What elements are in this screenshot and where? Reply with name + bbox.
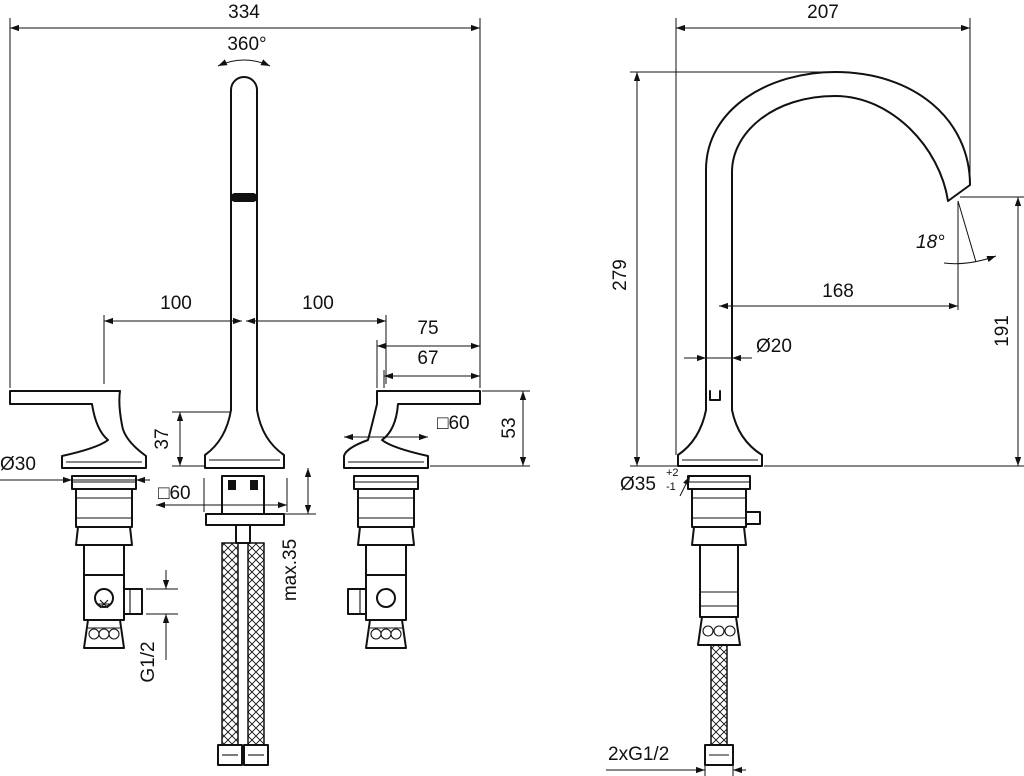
dim-base-height: 37 <box>152 428 173 449</box>
dim-spacing-left: 100 <box>160 293 192 314</box>
dim-overall-width: 334 <box>228 2 260 23</box>
dim-g-half: G1/2 <box>138 641 159 682</box>
dim-square-60-left: □60 <box>158 483 191 504</box>
side-view: 207 279 18° 168 191 Ø20 <box>606 2 1024 776</box>
dim-square-60-right: □60 <box>437 413 470 434</box>
spout-column <box>204 76 285 469</box>
center-hoses <box>205 475 285 766</box>
dim-rotation: 360° <box>227 34 266 55</box>
side-spout <box>677 71 971 467</box>
dim-spout-angle: 18° <box>916 232 945 253</box>
front-view: 334 360° 100 100 75 67 □60 <box>0 2 530 766</box>
dim-spout-reach: 168 <box>822 281 854 302</box>
dim-outlet-height: 191 <box>992 315 1013 347</box>
dim-spout-height: 279 <box>610 259 631 291</box>
side-body <box>687 475 761 766</box>
dim-spacing-right: 100 <box>302 293 334 314</box>
dim-connection: 2xG1/2 <box>608 744 669 765</box>
dim-dia-20: Ø20 <box>756 336 792 357</box>
dim-handle-inner: 67 <box>417 348 438 369</box>
dim-max-35: max.35 <box>280 539 301 601</box>
dim-dia-35: Ø35 <box>620 474 656 495</box>
dim-tol-minus: -1 <box>666 481 676 493</box>
right-valve <box>343 390 481 649</box>
dim-dia-30: Ø30 <box>0 454 36 475</box>
left-valve <box>9 390 147 649</box>
front-dimensions: 334 360° 100 100 75 67 □60 <box>0 2 530 683</box>
side-dimensions: 207 279 18° 168 191 Ø20 <box>606 2 1024 776</box>
dim-handle-height: 53 <box>499 417 520 438</box>
dim-handle-outer: 75 <box>417 318 438 339</box>
dim-spout-width: 207 <box>807 2 839 23</box>
dim-tol-plus: +2 <box>666 467 679 479</box>
